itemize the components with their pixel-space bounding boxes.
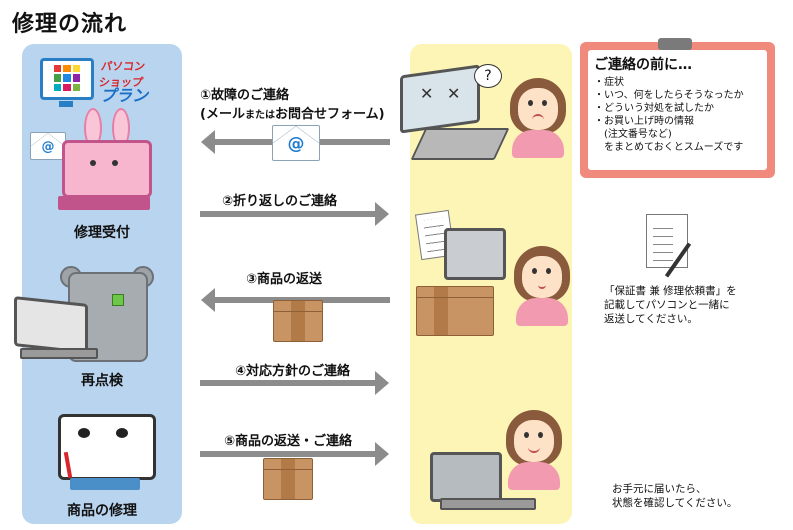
panda-monitor-icon	[58, 414, 156, 480]
keyboard-icon	[70, 478, 140, 490]
step-1-label: ①故障のご連絡 (メールまたはお問合せフォーム)	[200, 88, 385, 122]
cardboard-box-icon	[273, 300, 323, 342]
question-bubble-icon: ?	[474, 64, 502, 88]
clipboard-clip-icon	[658, 38, 692, 50]
step-4-label: ④対応方針のご連絡	[235, 364, 351, 379]
arrival-note: お手元に届いたら、 状態を確認してください。	[612, 483, 738, 509]
callout-item: ・症状	[594, 77, 624, 88]
stage-label-recheck: 再点検	[81, 373, 123, 389]
dizzy-face-icon: ✕ ✕	[420, 84, 465, 103]
shop-logo-icon	[40, 58, 94, 107]
envelope-icon: @	[272, 125, 320, 161]
callout-item: をまとめておくとスムーズです	[594, 142, 744, 153]
stage-label-repair: 商品の修理	[67, 503, 137, 519]
callout-item: (注文番号など)	[594, 129, 672, 140]
callout-item: ・お買い上げ時の情報	[594, 116, 694, 127]
envelope-icon: @	[30, 132, 66, 160]
page-title: 修理の流れ	[12, 12, 128, 37]
tips-callout: ご連絡の前に… ・症状 ・いつ、何をしたらそうなったか ・どういう対処を試したか…	[580, 42, 775, 178]
shop-logo-name: プラン	[100, 86, 149, 105]
step-4-arrow	[200, 371, 389, 395]
laptop-icon	[430, 452, 502, 502]
return-note: 「保証書 兼 修理依頼書」を 記載してパソコンと一緒に 返送してください。	[604, 285, 737, 325]
step-2-arrow	[200, 202, 389, 226]
callout-item: ・いつ、何をしたらそうなったか	[594, 90, 744, 101]
pink-monitor-icon	[62, 140, 152, 198]
pink-keyboard-icon	[58, 196, 150, 210]
step-2-label: ②折り返しのご連絡	[222, 194, 338, 209]
callout-title: ご連絡の前に…	[594, 57, 692, 73]
open-box-icon	[416, 286, 494, 336]
laptop-icon	[444, 228, 506, 280]
form-document-icon	[646, 214, 688, 268]
callout-item: ・どういう対処を試したか	[594, 103, 714, 114]
stage-label-reception: 修理受付	[74, 225, 130, 241]
step-5-label: ⑤商品の返送・ご連絡	[224, 434, 353, 449]
laptop-icon	[14, 296, 88, 354]
callout-list: ・症状 ・いつ、何をしたらそうなったか ・どういう対処を試したか ・お買い上げ時…	[594, 76, 761, 154]
step-5-arrow	[200, 442, 389, 466]
step-3-label: ③商品の返送	[246, 272, 323, 287]
cardboard-box-icon	[263, 458, 313, 500]
